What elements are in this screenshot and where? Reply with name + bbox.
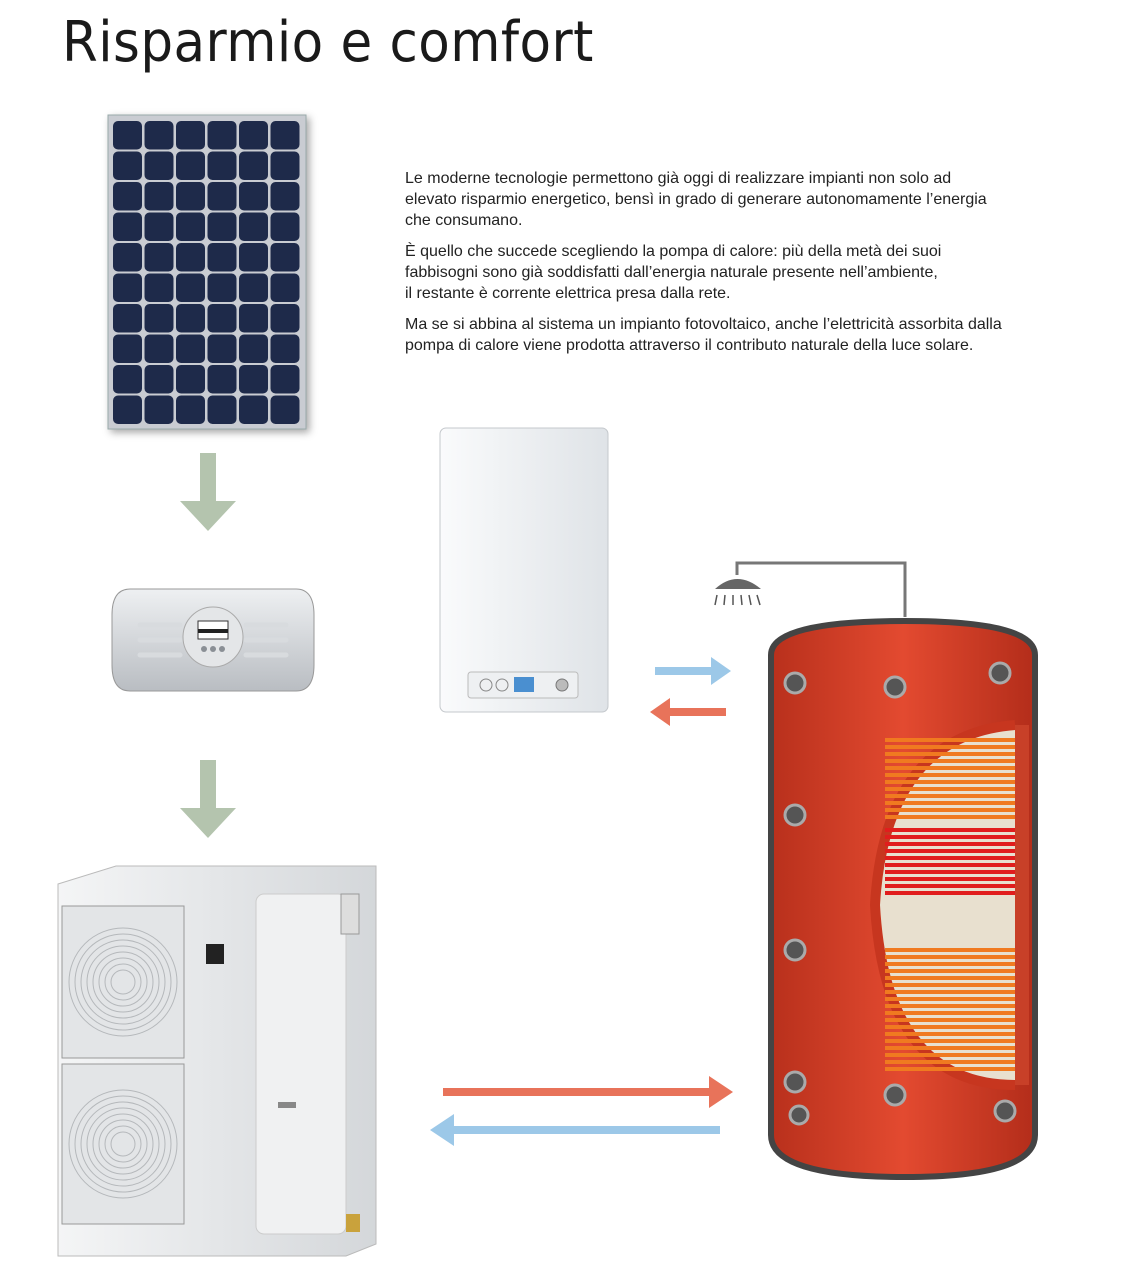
fan-grille-ring	[104, 963, 142, 1001]
solar-cell	[113, 151, 142, 180]
paragraph-2: È quello che succede scegliendo la pompa…	[405, 243, 942, 302]
solar-cell	[239, 212, 268, 241]
solar-cell	[207, 273, 237, 302]
solar-cell	[207, 304, 237, 333]
solar-cell	[113, 243, 142, 272]
down-arrow-icon	[180, 760, 236, 838]
solar-cell	[144, 151, 174, 180]
solar-cell	[176, 121, 205, 150]
down-arrow-icon	[180, 453, 236, 531]
solar-cell	[270, 121, 300, 150]
fan-grille-ring	[98, 1119, 148, 1169]
fan-grille-ring	[110, 969, 136, 995]
solar-cell	[270, 395, 300, 424]
solar-cell	[207, 243, 237, 272]
fan-grille-ring	[98, 957, 148, 1007]
solar-cell	[176, 182, 205, 211]
solar-cell	[176, 365, 205, 394]
solar-cell	[144, 304, 174, 333]
solar-cell	[113, 273, 142, 302]
solar-cell	[144, 395, 174, 424]
solar-cell	[144, 273, 174, 302]
solar-cell	[239, 121, 268, 150]
solar-cell	[239, 334, 268, 363]
solar-cell	[270, 304, 300, 333]
fan-grille-ring	[92, 951, 154, 1013]
solar-cell	[144, 182, 174, 211]
solar-cell	[270, 334, 300, 363]
fan-grille-ring	[74, 1095, 172, 1193]
boiler-image	[439, 427, 609, 713]
hot-arrow-left-icon	[650, 698, 726, 726]
solar-cell	[113, 212, 142, 241]
solar-cell	[207, 121, 237, 150]
solar-cell	[113, 395, 142, 424]
fan-grille-ring	[86, 1107, 160, 1181]
solar-cell	[176, 273, 205, 302]
solar-cell	[144, 334, 174, 363]
fan-grille-ring	[68, 1089, 178, 1199]
page-title: Risparmio e comfort	[62, 10, 594, 75]
shower-icon	[714, 561, 907, 617]
fan-grille-ring	[68, 927, 178, 1037]
solar-cell	[176, 334, 205, 363]
paragraph-1: Le moderne tecnologie permettono già ogg…	[405, 170, 987, 229]
paragraph-3: Ma se si abbina al sistema un impianto f…	[405, 316, 1002, 354]
fan-grille-ring	[80, 939, 166, 1025]
solar-cell	[176, 243, 205, 272]
solar-cell	[113, 304, 142, 333]
solar-cell	[270, 182, 300, 211]
solar-cell	[270, 365, 300, 394]
fan-grille-ring	[80, 1101, 166, 1187]
fan-grille-ring	[104, 1125, 142, 1163]
solar-cell	[113, 121, 142, 150]
solar-cell	[176, 151, 205, 180]
solar-cell	[113, 365, 142, 394]
solar-cell	[239, 182, 268, 211]
solar-cell	[239, 151, 268, 180]
solar-cell	[144, 243, 174, 272]
solar-panel-image	[107, 114, 307, 430]
solar-cell	[270, 273, 300, 302]
solar-cell	[239, 304, 268, 333]
solar-cell	[239, 395, 268, 424]
fan-grille-ring	[92, 1113, 154, 1175]
solar-cell	[239, 365, 268, 394]
fan-grille-ring	[110, 1131, 136, 1157]
solar-cell	[270, 243, 300, 272]
cold-arrow-left-icon	[430, 1114, 720, 1146]
solar-cell	[176, 304, 205, 333]
inverter-image	[111, 588, 315, 692]
solar-cell	[144, 365, 174, 394]
solar-cell	[176, 395, 205, 424]
solar-cell	[113, 334, 142, 363]
intro-text: Le moderne tecnologie permettono già ogg…	[405, 168, 1085, 366]
solar-cell	[207, 334, 237, 363]
solar-cell	[239, 243, 268, 272]
solar-cell	[207, 212, 237, 241]
cold-arrow-right-icon	[655, 657, 731, 685]
solar-cell	[270, 212, 300, 241]
solar-cell	[207, 395, 237, 424]
heat-pump-outdoor-unit-image	[57, 865, 377, 1257]
solar-cell	[113, 182, 142, 211]
solar-cell	[270, 151, 300, 180]
solar-cell	[144, 121, 174, 150]
storage-tank-image	[768, 617, 1038, 1181]
solar-cell	[144, 212, 174, 241]
fan-grille-ring	[86, 945, 160, 1019]
fan-grille-ring	[74, 933, 172, 1031]
hot-arrow-right-icon	[443, 1076, 733, 1108]
solar-cell	[176, 212, 205, 241]
solar-cell	[207, 182, 237, 211]
solar-cell	[239, 273, 268, 302]
solar-cell	[207, 151, 237, 180]
solar-cell	[207, 365, 237, 394]
